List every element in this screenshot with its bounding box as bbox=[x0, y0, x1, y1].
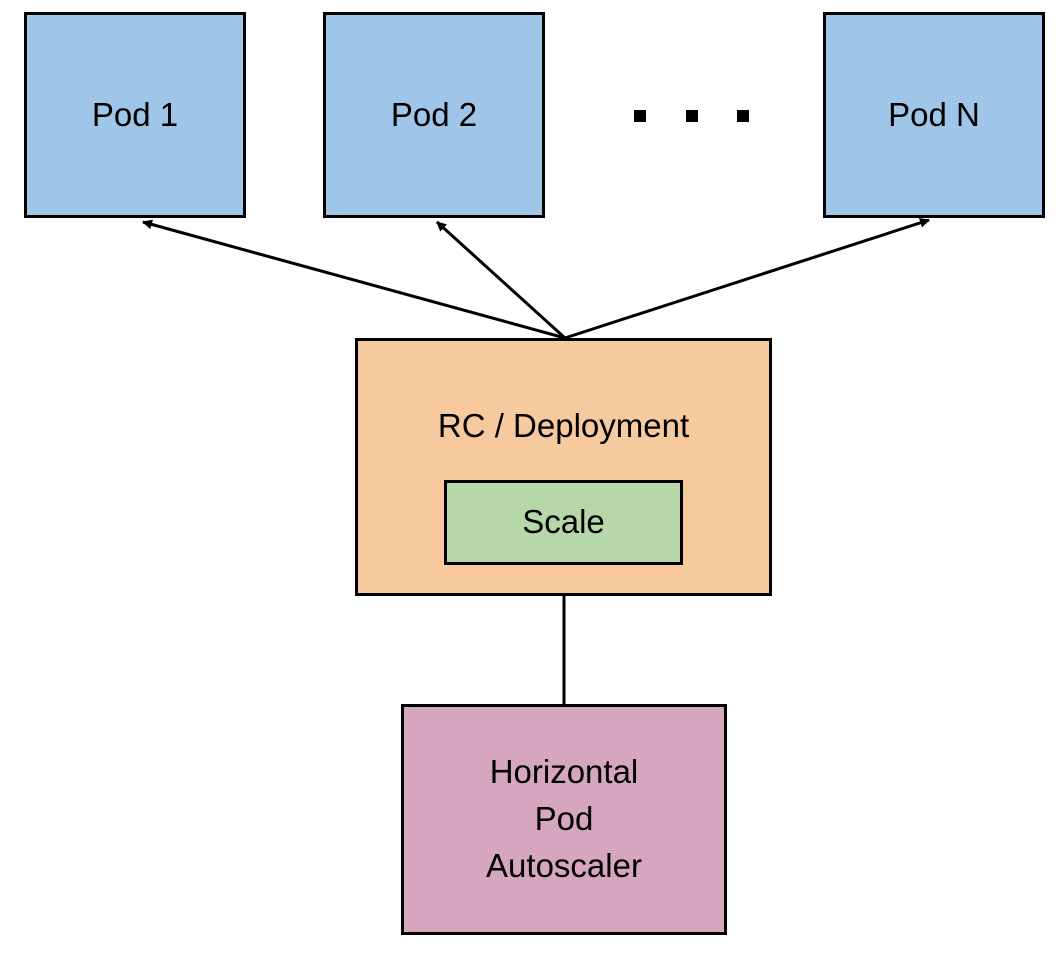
edge-rc-to-podn bbox=[564, 218, 930, 340]
scale-label: Scale bbox=[522, 503, 605, 541]
ellipsis-dot bbox=[737, 110, 749, 122]
autoscaler-label-line: Horizontal bbox=[489, 753, 639, 791]
rc-deployment-box: RC / Deployment bbox=[355, 338, 772, 596]
horizontal-pod-autoscaler-box: Horizontal Pod Autoscaler bbox=[401, 704, 727, 935]
ellipsis-dot bbox=[686, 110, 698, 122]
autoscaler-label-line: Pod bbox=[534, 800, 594, 838]
edge-rc-to-pod1 bbox=[142, 219, 566, 340]
ellipsis-dot bbox=[634, 110, 646, 122]
pod-n-label: Pod N bbox=[888, 95, 980, 133]
pod-2-label: Pod 2 bbox=[390, 95, 478, 133]
edge-rc-to-pod2 bbox=[435, 220, 567, 340]
scale-box: Scale bbox=[444, 480, 683, 565]
rc-deployment-label: RC / Deployment bbox=[437, 407, 690, 444]
autoscaler-label-line: Autoscaler bbox=[486, 846, 642, 884]
pod-1-label: Pod 1 bbox=[91, 95, 179, 133]
pod-1-box: Pod 1 bbox=[24, 12, 246, 218]
pod-n-box: Pod N bbox=[823, 12, 1045, 218]
autoscaler-label: Horizontal Pod Autoscaler bbox=[486, 749, 642, 890]
pod-2-box: Pod 2 bbox=[323, 12, 545, 218]
